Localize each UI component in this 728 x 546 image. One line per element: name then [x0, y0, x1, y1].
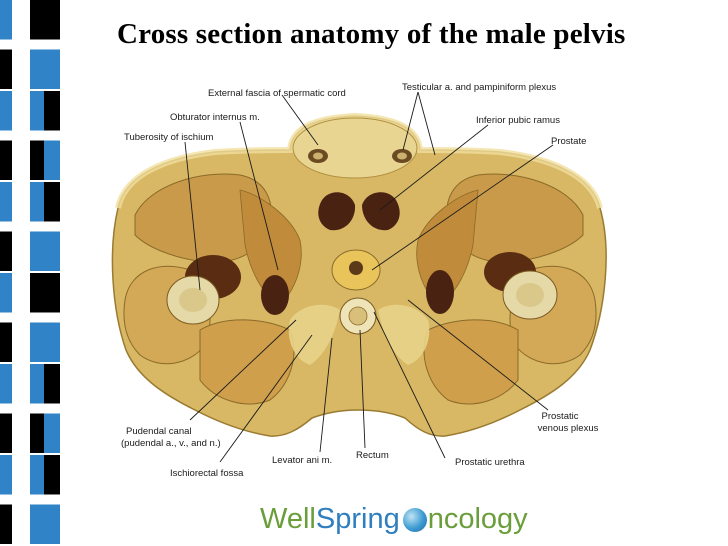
stripe-cell — [30, 364, 44, 404]
logo-text-ncology: ncology — [427, 502, 528, 535]
logo-globe-icon — [402, 508, 427, 532]
stripe-cell — [30, 91, 44, 131]
stripe-cell — [12, 364, 30, 404]
logo-text-well: Well — [260, 502, 316, 535]
stripe-cell — [12, 273, 30, 313]
stripe-cell — [44, 91, 60, 131]
slide-title: Cross section anatomy of the male pelvis — [117, 18, 626, 50]
stripe-cell — [12, 504, 30, 544]
label-testicular: Testicular a. and pampiniform plexus — [402, 82, 556, 93]
label-prostate: Prostate — [551, 136, 586, 147]
stripe-cell — [60, 273, 80, 313]
right-ischiorectal-fossa — [378, 304, 430, 365]
stripe-cell — [30, 182, 44, 222]
stripe-cell — [0, 413, 12, 453]
label-prostatic-urethra: Prostatic urethra — [455, 457, 525, 468]
label-ischiorectal: Ischiorectal fossa — [170, 468, 244, 479]
stripe-cell — [30, 140, 44, 180]
label-inferior-pubic: Inferior pubic ramus — [476, 115, 560, 126]
decorative-stripe — [0, 0, 80, 546]
stripe-cell — [60, 504, 80, 544]
stripe-cell — [0, 455, 12, 495]
stripe-cell — [0, 49, 12, 89]
rectum — [339, 297, 377, 335]
stripe-cell — [44, 182, 60, 222]
stripe-cell — [12, 91, 30, 131]
stripe-cell — [30, 49, 44, 89]
stripe-cell — [60, 364, 80, 404]
left-thigh-muscles — [123, 173, 302, 405]
stripe-cell — [12, 140, 30, 180]
stripe-cell — [0, 140, 12, 180]
stripe-cell — [0, 182, 12, 222]
stripe-cell — [44, 231, 60, 271]
stripe-cell — [44, 49, 60, 89]
stripe-cell — [12, 413, 30, 453]
stripe-cell — [12, 455, 30, 495]
label-levator: Levator ani m. — [272, 455, 332, 466]
stripe-cell — [0, 231, 12, 271]
stripe-cell — [44, 455, 60, 495]
label-venous-1: Prostatic — [542, 411, 579, 422]
stripe-cell — [60, 231, 80, 271]
label-rectum: Rectum — [356, 450, 389, 461]
stripe-cell — [44, 0, 60, 40]
stripe-cell — [60, 182, 80, 222]
stripe-cell — [12, 182, 30, 222]
stripe-cell — [44, 364, 60, 404]
right-femur — [484, 252, 558, 320]
stripe-cell — [44, 504, 60, 544]
stripe-cell — [60, 455, 80, 495]
stripe-cell — [30, 322, 44, 362]
stripe-cell — [30, 455, 44, 495]
stripe-cell — [0, 0, 12, 40]
label-pudendal-1: Pudendal canal — [126, 426, 192, 437]
stripe-cell — [30, 413, 44, 453]
stripe-cell — [30, 231, 44, 271]
stripe-cell — [30, 273, 44, 313]
stripe-cell — [60, 0, 80, 40]
leader-lines — [184, 91, 554, 463]
label-tuberosity: Tuberosity of ischium — [124, 132, 213, 143]
stripe-cell — [0, 91, 12, 131]
stripe-cell — [0, 273, 12, 313]
label-obturator: Obturator internus m. — [170, 112, 260, 123]
left-ischium — [261, 275, 289, 315]
left-femur — [166, 255, 241, 325]
stripe-cell — [12, 49, 30, 89]
stripe-cell — [60, 91, 80, 131]
stripe-cell — [0, 322, 12, 362]
prostate-gland — [331, 249, 381, 291]
label-venous-2: venous plexus — [538, 423, 599, 434]
stripe-cell — [12, 0, 30, 40]
stripe-cell — [44, 413, 60, 453]
logo-text-spring: Spring — [315, 502, 400, 535]
stripe-cell — [60, 322, 80, 362]
stripe-cell — [44, 273, 60, 313]
stripe-cell — [30, 504, 44, 544]
stripe-cell — [60, 140, 80, 180]
stripe-cell — [12, 322, 30, 362]
stripe-cell — [12, 231, 30, 271]
label-external-fascia: External fascia of spermatic cord — [208, 88, 346, 99]
stripe-cell — [44, 322, 60, 362]
label-pudendal-2: (pudendal a., v., and n.) — [121, 438, 221, 449]
stripe-cell — [30, 0, 44, 40]
stripe-cell — [60, 49, 80, 89]
stripe-cell — [60, 413, 80, 453]
stripe-cell — [44, 140, 60, 180]
right-ischium — [426, 270, 454, 314]
stripe-cell — [0, 504, 12, 544]
stripe-cell — [0, 364, 12, 404]
